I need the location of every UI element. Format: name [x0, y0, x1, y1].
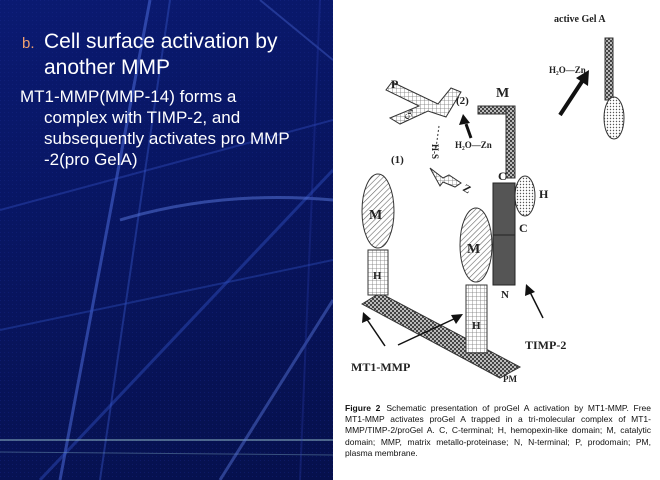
pm-label: PM	[503, 374, 517, 384]
timp2-c-domain	[492, 182, 516, 236]
step1-label: (1)	[391, 154, 404, 166]
bullet-line-2: another MMP	[44, 56, 171, 79]
body-paragraph: MT1-MMP(MMP-14) forms a complex with TIM…	[20, 86, 325, 170]
bullet-marker: b.	[22, 35, 35, 52]
mt1-mmp-middle-hemopexin	[465, 284, 488, 354]
active-gel-label: active Gel A	[554, 14, 606, 25]
h-right-label: H	[539, 187, 549, 201]
mt1-mmp-left-hemopexin	[367, 249, 389, 296]
step2-arrow	[464, 123, 473, 139]
gela-hemopexin-domain	[514, 175, 536, 217]
prodomain	[385, 81, 462, 125]
active-gela-hemopexin	[603, 96, 625, 140]
prodomain-label: P	[391, 77, 398, 91]
step2-label: (2)	[456, 95, 469, 107]
mt1-mmp-middle-catalytic	[459, 207, 493, 283]
h2o-zn-mid-label: H₂O—Zn	[455, 140, 492, 150]
figure-label: Figure 2	[345, 403, 381, 413]
body-line-1: MT1-MMP(MMP-14) forms a	[20, 87, 237, 106]
mt1-mmp-left-catalytic	[361, 173, 395, 249]
text-panel: b. Cell surface activation by another MMP…	[0, 0, 333, 480]
bullet-heading: b. Cell surface activation by another MMP	[22, 30, 322, 80]
mt1-mmp-label: MT1-MMP	[351, 360, 410, 374]
h2o-zn-top-label: H₂O—Zn	[549, 65, 586, 75]
zn-label: Z	[461, 182, 473, 196]
active-gela-linker	[604, 37, 614, 101]
step1-arrow	[429, 167, 462, 188]
caption-text: Schematic presentation of proGel A activ…	[345, 403, 651, 458]
bullet-line-1: Cell surface activation by	[44, 30, 278, 53]
m-top-label: M	[496, 86, 509, 101]
plasma-membrane	[360, 292, 522, 379]
h-left-label: H	[373, 270, 382, 282]
m-mid-label: M	[467, 242, 480, 257]
body-line-3: subsequently activates pro MMP	[44, 129, 290, 148]
timp2-label: TIMP-2	[525, 338, 566, 352]
c-bottom-label: C	[519, 221, 528, 235]
activation-arrow	[558, 78, 585, 117]
h-mid-label: H	[472, 320, 481, 332]
background-streaks	[0, 0, 333, 480]
m-left-label: M	[369, 208, 382, 223]
hs-label: H-S	[430, 144, 440, 159]
timp2-n-domain	[492, 234, 516, 286]
c-top-label: C	[498, 169, 507, 183]
body-line-4: -2(pro GelA)	[44, 150, 138, 169]
body-line-2: complex with TIMP-2, and	[44, 108, 241, 127]
n-label: N	[501, 289, 509, 301]
